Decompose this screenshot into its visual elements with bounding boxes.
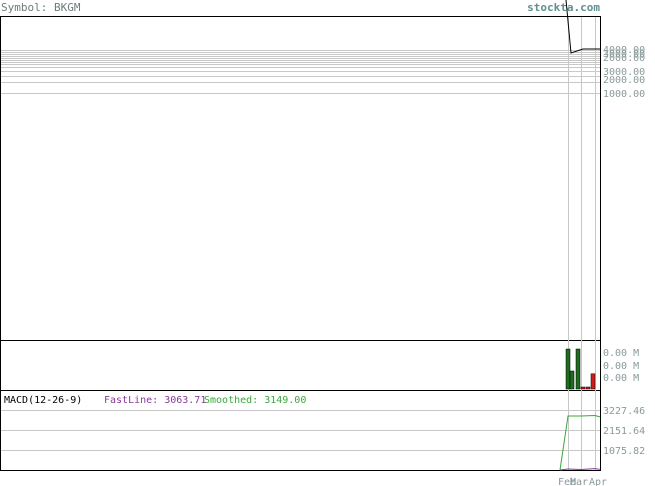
macd-fastline-label: FastLine: 3063.71 <box>104 395 207 406</box>
price-tick-label: 3000.00 <box>603 67 645 78</box>
macd-title: MACD(12-26-9) <box>4 395 83 406</box>
month-tick-label: Feb <box>558 477 576 486</box>
volume-bar <box>565 348 571 390</box>
price-tick-label: 4000.00 <box>603 45 645 56</box>
macd-fast-line <box>559 468 601 471</box>
macd-panel <box>1 410 601 471</box>
volume-bar <box>580 386 586 390</box>
price-panel <box>565 0 600 54</box>
macd-smoothed-line <box>559 414 601 471</box>
symbol-label: Symbol: BKGM <box>1 1 81 14</box>
volume-panel <box>565 348 596 390</box>
price-tick-label: 1000.00 <box>603 89 645 100</box>
chart-frame <box>0 16 601 471</box>
volume-bar <box>590 373 596 390</box>
volume-tick-label: 0.00 M <box>603 361 639 372</box>
month-tick-label: Apr <box>589 477 607 486</box>
volume-tick-label: 0.00 M <box>603 373 639 384</box>
macd-tick-label: 1075.82 <box>603 446 645 457</box>
price-gridlines <box>1 50 600 94</box>
site-link[interactable]: stockta.com <box>527 1 600 14</box>
volume-bar <box>575 348 581 390</box>
price-line <box>565 0 600 54</box>
price-tick-label: 2000.00 <box>603 53 645 64</box>
volume-bar <box>569 370 575 390</box>
price-tick-label: 2000.00 <box>603 75 645 86</box>
macd-smoothed-label: Smoothed: 3149.00 <box>204 395 307 406</box>
macd-tick-label: 3227.46 <box>603 406 645 417</box>
macd-tick-label: 2151.64 <box>603 426 645 437</box>
volume-tick-label: 0.00 M <box>603 348 639 359</box>
volume-bar <box>585 386 591 390</box>
price-tick-label: 3000.00 <box>603 49 645 60</box>
month-tick-label: Mar <box>570 477 588 486</box>
axis-labels: 4000.003000.002000.003000.002000.001000.… <box>558 45 645 486</box>
month-gridlines <box>568 17 596 470</box>
